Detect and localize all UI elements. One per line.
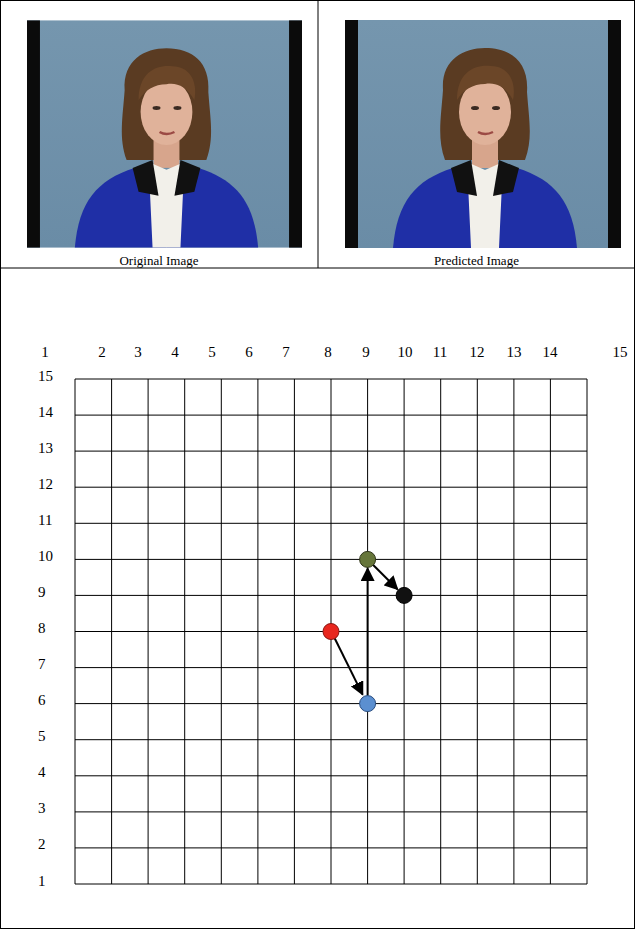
- table-rule: [318, 0, 319, 268]
- column-number: 11: [433, 345, 447, 360]
- row-number: 9: [38, 585, 46, 600]
- row-number: 11: [38, 513, 52, 528]
- row-number: 6: [38, 693, 46, 708]
- column-number: 8: [324, 345, 332, 360]
- row-number: 5: [38, 729, 46, 744]
- row-number: 3: [38, 801, 46, 816]
- column-number: 3: [134, 345, 142, 360]
- row-number: 1: [38, 874, 46, 889]
- original-photo: [27, 20, 302, 247]
- column-number: 2: [98, 345, 106, 360]
- table-rule: [0, 268, 635, 269]
- grid: [75, 379, 587, 884]
- row-number: 14: [38, 405, 53, 420]
- column-number: 15: [613, 345, 628, 360]
- row-number: 2: [38, 837, 46, 852]
- black-dot: [396, 587, 412, 603]
- column-number: 14: [543, 345, 558, 360]
- red-dot: [323, 624, 339, 640]
- row-number: 12: [38, 477, 53, 492]
- image-caption: Predicted Image: [318, 254, 635, 267]
- column-number: 6: [245, 345, 253, 360]
- row-number: 8: [38, 621, 46, 636]
- column-number: 9: [362, 345, 370, 360]
- column-number: 7: [282, 345, 290, 360]
- column-number: 12: [470, 345, 485, 360]
- green-dot: [360, 551, 376, 567]
- row-number: 13: [38, 441, 53, 456]
- motion-arrows: [335, 565, 398, 696]
- column-number: 5: [208, 345, 216, 360]
- row-number: 4: [38, 765, 46, 780]
- column-number: 13: [507, 345, 522, 360]
- blue-dot: [360, 696, 376, 712]
- column-number: 10: [398, 345, 413, 360]
- row-number: 7: [38, 657, 46, 672]
- predicted-photo: [345, 20, 621, 248]
- column-number: 4: [171, 345, 179, 360]
- image-caption: Original Image: [0, 254, 318, 267]
- motion-arrow: [367, 568, 369, 695]
- row-number: 10: [38, 549, 53, 564]
- row-number: 15: [38, 369, 53, 384]
- column-number: 1: [41, 345, 49, 360]
- motion-arrow: [373, 565, 397, 589]
- motion-arrow: [335, 639, 363, 695]
